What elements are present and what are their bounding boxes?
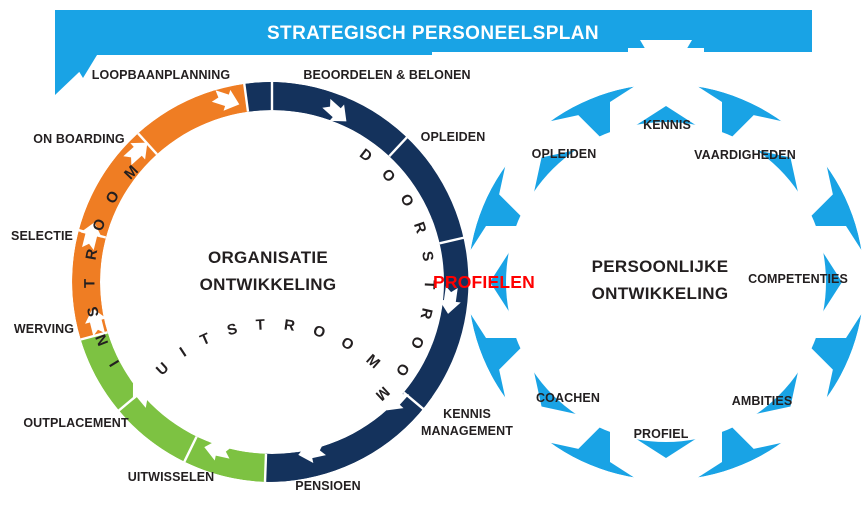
uitstroom-band: [80, 282, 272, 482]
label-competenties: COMPETENTIES: [748, 272, 848, 286]
label-profiel: PROFIEL: [634, 427, 689, 441]
organisatie-line1: ORGANISATIE: [208, 248, 328, 267]
label-uitwisselen: UITWISSELEN: [128, 470, 215, 484]
banner-left-tab: [55, 55, 97, 95]
right-circle-render: [450, 66, 867, 498]
label-ambities: AMBITIES: [732, 394, 793, 408]
strategic-plan-banner: STRATEGISCH PERSONEELSPLAN: [55, 10, 812, 95]
label-opleiden-right: OPLEIDEN: [532, 147, 597, 161]
label-kennis-right: KENNIS: [643, 118, 691, 132]
instroom-band: [72, 83, 272, 340]
right-chevron-cuts: [450, 66, 867, 498]
organisatie-line2: ONTWIKKELING: [200, 275, 337, 294]
label-outplacement: OUTPLACEMENT: [23, 416, 129, 430]
persoonlijke-line1: PERSOONLIJKE: [592, 257, 729, 276]
profielen-label: PROFIELEN: [433, 272, 535, 292]
label-coachen: COACHEN: [536, 391, 600, 405]
left-flow-arrows: [80, 89, 461, 463]
right-center-label: PERSOONLIJKE ONTWIKKELING: [592, 257, 729, 303]
left-outer-labels: LOOPBAANPLANNING ON BOARDING SELECTIE WE…: [11, 68, 513, 493]
left-center-label: ORGANISATIE ONTWIKKELING: [200, 248, 337, 294]
label-management: MANAGEMENT: [421, 424, 513, 438]
label-opleiden-left: OPLEIDEN: [421, 130, 486, 144]
banner-title: STRATEGISCH PERSONEELSPLAN: [267, 23, 599, 44]
left-circle-render: [72, 81, 469, 482]
label-selectie: SELECTIE: [11, 229, 73, 243]
label-on-boarding: ON BOARDING: [33, 132, 124, 146]
label-pensioen: PENSIOEN: [295, 479, 360, 493]
right-segment-labels: KENNIS VAARDIGHEDEN COMPETENTIES AMBITIE…: [532, 118, 848, 441]
persoonlijke-line2: ONTWIKKELING: [592, 284, 729, 303]
label-kennis: KENNIS: [443, 407, 491, 421]
label-loopbaanplanning: LOOPBAANPLANNING: [92, 68, 230, 82]
label-werving: WERVING: [14, 322, 74, 336]
doorstroom-band: [244, 81, 469, 482]
label-beoordelen-belonen: BEOORDELEN & BELONEN: [303, 68, 470, 82]
label-vaardigheden: VAARDIGHEDEN: [694, 148, 796, 162]
